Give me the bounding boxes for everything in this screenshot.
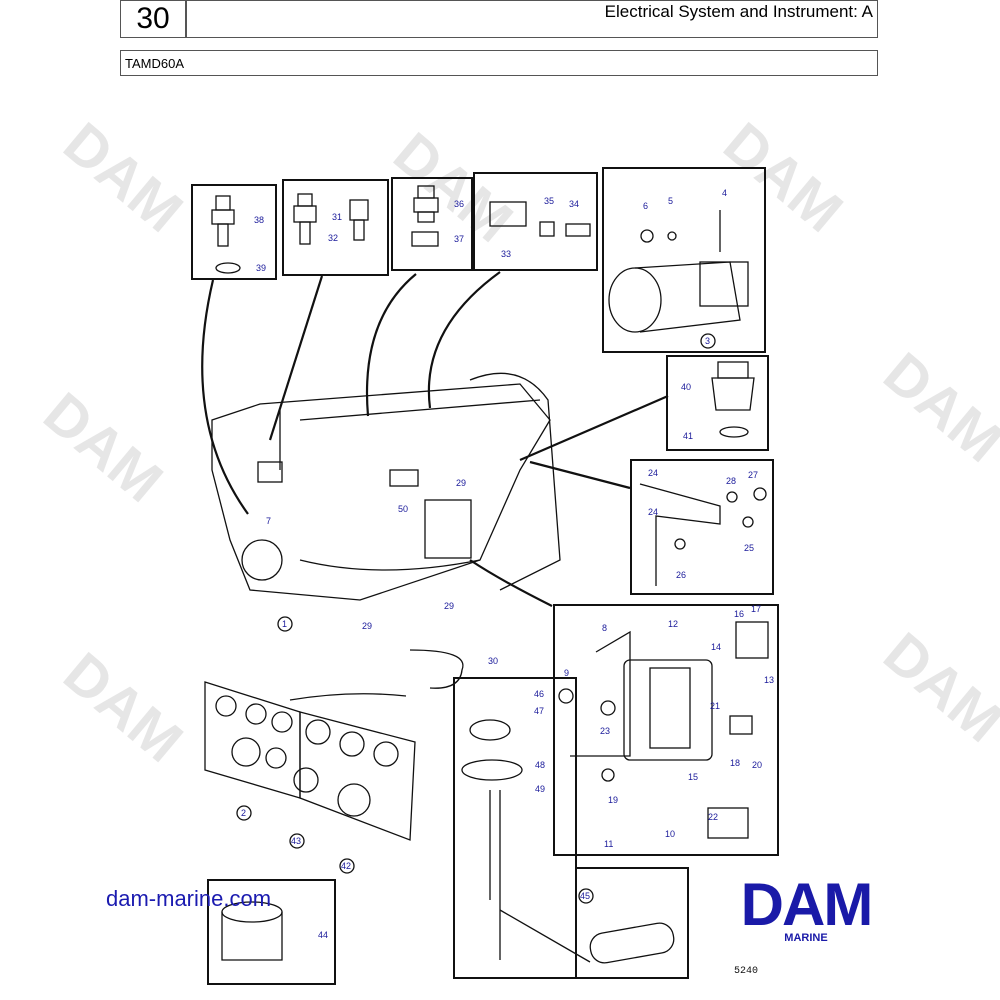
callout-41: 41 xyxy=(683,431,693,441)
callout-24-mid: 24 xyxy=(648,507,658,517)
leader-lines xyxy=(201,271,669,701)
callout-50: 50 xyxy=(398,504,408,514)
callout-48: 48 xyxy=(535,760,545,770)
callout-14: 14 xyxy=(711,642,721,652)
callout-29-bottom: 29 xyxy=(362,621,372,631)
watermark: DAM xyxy=(872,340,1000,475)
callout-13: 13 xyxy=(764,675,774,685)
starter-motor-box xyxy=(602,167,766,353)
callout-21: 21 xyxy=(710,701,720,711)
page-number: 30 xyxy=(120,0,186,38)
callout-12: 12 xyxy=(668,619,678,629)
callout-2: 2 xyxy=(241,808,246,818)
logo-text: DAM xyxy=(740,871,874,938)
callout-4: 4 xyxy=(722,188,727,198)
instrument-panel xyxy=(204,681,416,841)
callout-19: 19 xyxy=(608,795,618,805)
watermark: DAM xyxy=(52,110,195,245)
callout-40: 40 xyxy=(681,382,691,392)
callout-1: 1 xyxy=(282,619,287,629)
page-title: Electrical System and Instrument: A xyxy=(186,0,878,38)
callout-45: 45 xyxy=(580,891,590,901)
callout-10: 10 xyxy=(665,829,675,839)
callout-8: 8 xyxy=(602,623,607,633)
callout-26: 26 xyxy=(676,570,686,580)
callout-30: 30 xyxy=(488,656,498,666)
callout-31: 31 xyxy=(332,212,342,222)
callout-42: 42 xyxy=(341,861,351,871)
relay-box-8-23 xyxy=(553,604,779,856)
logo-subtext: MARINE xyxy=(784,932,828,944)
callout-6: 6 xyxy=(643,201,648,211)
callout-44: 44 xyxy=(318,930,328,940)
callout-7: 7 xyxy=(266,516,271,526)
callout-25: 25 xyxy=(744,543,754,553)
callout-11: 11 xyxy=(604,839,613,849)
sensor-box-31-32 xyxy=(282,179,389,276)
callout-5: 5 xyxy=(668,196,673,206)
callout-27: 27 xyxy=(748,470,758,480)
callout-46: 46 xyxy=(534,689,544,699)
watermark: DAM xyxy=(712,110,855,245)
dam-marine-logo: DAM MARINE xyxy=(714,871,898,945)
callout-24-top: 24 xyxy=(648,468,658,478)
callout-16: 16 xyxy=(734,609,744,619)
callout-9: 9 xyxy=(564,668,569,678)
callout-49: 49 xyxy=(535,784,545,794)
engine-block xyxy=(211,372,561,601)
callout-33: 33 xyxy=(501,249,511,259)
callout-18: 18 xyxy=(730,758,740,768)
sensor-box-36-37 xyxy=(391,177,473,271)
callout-15: 15 xyxy=(688,772,698,782)
part-callouts: 38 39 31 32 36 37 35 34 33 6 5 4 3 40 41… xyxy=(236,188,774,940)
bracket-box-24-28 xyxy=(630,459,774,595)
sensor-box-40-41 xyxy=(666,355,769,451)
engine-model: TAMD60A xyxy=(120,50,878,76)
watermark-layer: DAM DAM DAM DAM DAM DAM DAM xyxy=(32,110,1000,775)
callout-36: 36 xyxy=(454,199,464,209)
watermark: DAM xyxy=(32,380,175,515)
sensor-box-38 xyxy=(191,184,277,280)
callout-29-top: 29 xyxy=(456,478,466,488)
callout-34: 34 xyxy=(569,199,579,209)
callout-47: 47 xyxy=(534,706,544,716)
callout-35: 35 xyxy=(544,196,554,206)
callout-17: 17 xyxy=(751,604,761,614)
callout-37: 37 xyxy=(454,234,464,244)
figure-number: 5240 xyxy=(734,966,759,977)
callout-43: 43 xyxy=(291,836,301,846)
callout-32: 32 xyxy=(328,233,338,243)
callout-38: 38 xyxy=(254,215,264,225)
callout-39: 39 xyxy=(256,263,266,273)
callout-28: 28 xyxy=(726,476,736,486)
callout-29-right: 29 xyxy=(444,601,454,611)
sender-box-44 xyxy=(207,879,336,985)
watermark: DAM xyxy=(52,640,195,775)
callout-3: 3 xyxy=(705,336,710,346)
website-link[interactable]: dam-marine.com xyxy=(106,886,272,911)
sensor-box-33-35 xyxy=(473,172,598,271)
callout-20: 20 xyxy=(752,760,762,770)
fuel-level-sender-box xyxy=(453,677,689,979)
callout-22: 22 xyxy=(708,812,718,822)
watermark: DAM xyxy=(872,620,1000,755)
callout-23: 23 xyxy=(600,726,610,736)
